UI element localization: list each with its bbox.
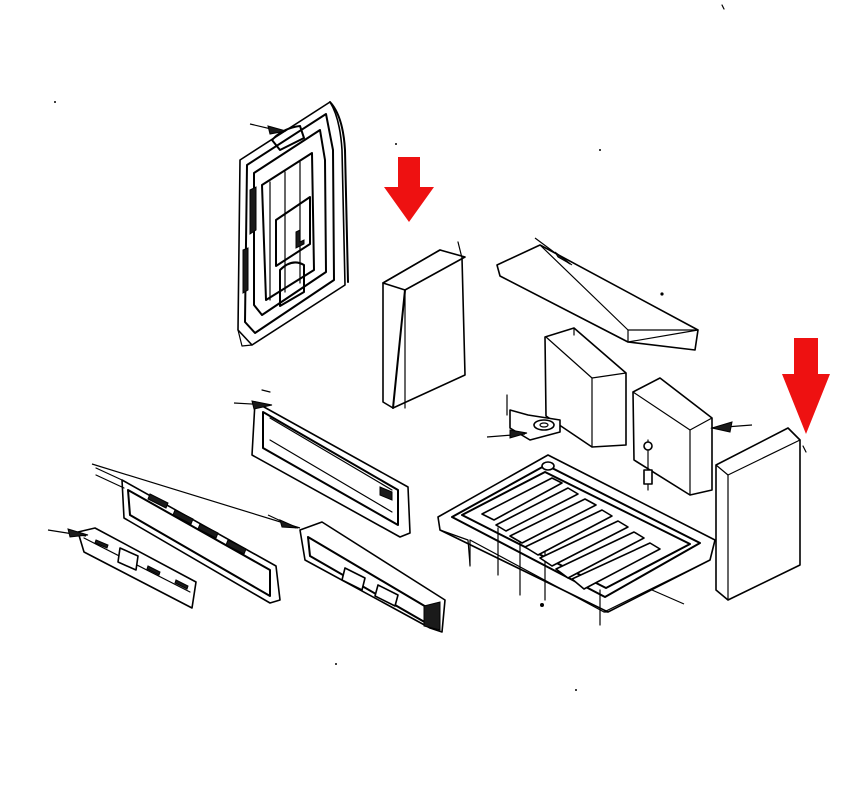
air-control-plate xyxy=(47,527,197,609)
tray-ribs xyxy=(481,477,661,590)
right-side-brick xyxy=(715,427,807,601)
rear-cast-panel xyxy=(237,101,349,347)
rear-brick-medium xyxy=(632,377,753,496)
ash-lip-bar xyxy=(91,463,301,604)
top-baffle-board xyxy=(496,237,699,351)
burner-tray xyxy=(437,454,716,626)
left-side-brick xyxy=(382,241,466,409)
stray-marks xyxy=(54,4,725,691)
front-grate-bar xyxy=(267,514,446,633)
rear-brick-small xyxy=(544,327,627,448)
down-arrow-marker-left xyxy=(384,157,434,222)
front-lintel-trim xyxy=(233,389,411,538)
down-arrow-marker-right xyxy=(782,338,830,434)
valve-fitting xyxy=(486,394,653,491)
